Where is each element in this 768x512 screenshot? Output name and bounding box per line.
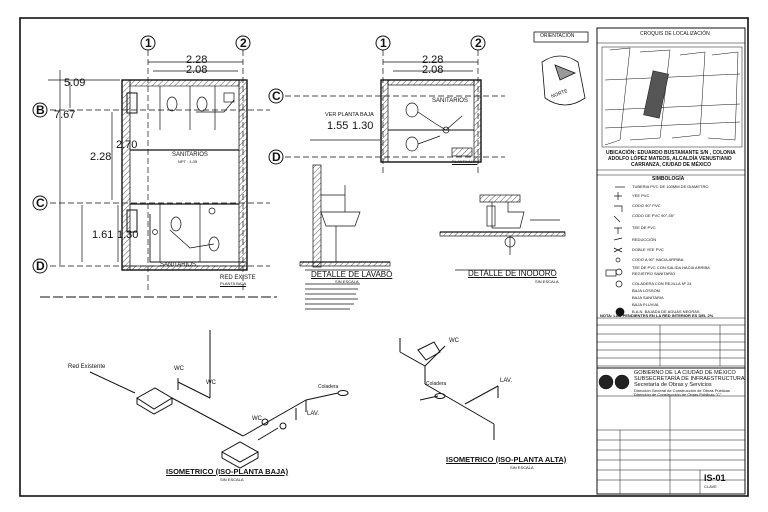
dim-text: 2.28 bbox=[90, 151, 112, 163]
dim-text: 2.70 bbox=[116, 139, 138, 151]
iso-label: Red Existente bbox=[68, 364, 106, 370]
detail-title: DETALLE DE LAVABO bbox=[311, 270, 393, 279]
legend-item: CODO A 90° HACIA ARRIBA bbox=[632, 257, 684, 262]
legend-note: NOTA: LAS PENDIENTES EN LA RED INTERIOR … bbox=[600, 313, 714, 318]
address-line: UBICACIÓN: EDUARDO BUSTAMANTE S/N , COLO… bbox=[606, 150, 736, 156]
legend-item: REDUCCIÓN bbox=[632, 237, 657, 242]
iso-label: Coladera bbox=[426, 381, 447, 387]
address-line: CARRANZA, CIUDAD DE MÉXICO bbox=[631, 162, 711, 168]
legend-item: CODO DE PVC 90°-45° bbox=[632, 213, 675, 218]
iso-label: WC bbox=[252, 416, 262, 422]
room-label: SANITARIOS bbox=[160, 262, 196, 268]
legend-item: TEE DE PVC bbox=[632, 225, 656, 230]
plan-subtitle: PLANTA BAJA bbox=[220, 281, 247, 286]
dim-text: 1.30 bbox=[352, 120, 374, 132]
iso-label: WC bbox=[206, 380, 216, 386]
isometric-scale: SIN ESCALA bbox=[220, 477, 244, 482]
isometric-title: ISOMETRICO (ISO-PLANTA BAJA) bbox=[166, 467, 289, 476]
address-line: ADOLFO LÓPEZ MATEOS, ALCALDÍA VENUSTIANO bbox=[608, 156, 732, 162]
legend-item: CODO 90° PVC bbox=[632, 203, 661, 208]
axis-label-c: C bbox=[36, 196, 45, 210]
iso-label: LAV. bbox=[307, 411, 320, 417]
plan-subtitle: PLANTA ALTA bbox=[452, 159, 478, 164]
axis-label-2: 2 bbox=[240, 36, 247, 50]
axis-bubble bbox=[470, 35, 486, 51]
legend-item: BAJA LOSSOM bbox=[632, 288, 661, 293]
note-label: VER PLANTA BAJA bbox=[325, 112, 374, 118]
legend-item: COLADERA CON REJILLA Nº 24 bbox=[632, 281, 692, 286]
legend-item: TUBERIA PVC DE 100MM DE DIAMETRO bbox=[632, 184, 709, 189]
org-line: Secretaría de Obras y Servicios bbox=[634, 382, 712, 388]
legend-title: SIMBOLOGÍA bbox=[652, 176, 685, 182]
iso-label: WC bbox=[449, 338, 459, 344]
detail-title: DETALLE DE INODORO bbox=[468, 269, 557, 278]
org-line: Dirección General de Construcción de Obr… bbox=[634, 388, 730, 393]
plan-right bbox=[285, 50, 505, 175]
axis-label-1: 1 bbox=[145, 36, 152, 50]
plan-left bbox=[40, 50, 277, 298]
iso-label: Coladera bbox=[318, 384, 339, 390]
legend-item: DOBLE YEE PVC bbox=[632, 247, 664, 252]
location-title: CROQUIS DE LOCALIZACIÓN bbox=[640, 31, 710, 37]
org-line: SUBSECRETARÍA DE INFRAESTRUCTURA bbox=[634, 376, 745, 382]
isometric-baja-drawing bbox=[89, 330, 349, 469]
axis-label-1: 1 bbox=[380, 36, 387, 50]
axis-bubble bbox=[375, 35, 391, 51]
legend-item: B.A.N. BAJADA DE AGUAS NEGRAS bbox=[632, 309, 700, 314]
legend-item: BAJA SANITARIA bbox=[632, 295, 664, 300]
axis-bubble bbox=[268, 149, 284, 165]
axis-label-b: B bbox=[36, 103, 45, 117]
room-label: SANITARIOS bbox=[172, 152, 208, 158]
legend-item: TEE DE PVC CON SALIDA HACIA ARRIBA bbox=[632, 265, 710, 270]
location-map bbox=[597, 42, 745, 176]
legend-item: YEE PVC bbox=[632, 193, 650, 198]
iso-label: LAV. bbox=[500, 378, 513, 384]
axis-bubble bbox=[140, 35, 156, 51]
axis-label-d: D bbox=[36, 259, 45, 273]
org-line: GOBIERNO DE LA CIUDAD DE MÉXICO bbox=[634, 370, 736, 376]
room-npt: NPT : 1.05 bbox=[178, 159, 198, 164]
dim-text: 1.55 bbox=[327, 120, 349, 132]
title-block-grid bbox=[597, 317, 745, 494]
detail-scale: SIN ESCALA bbox=[535, 279, 559, 284]
orientation-panel bbox=[533, 31, 589, 106]
iso-label: WC bbox=[174, 366, 184, 372]
axis-label-c: C bbox=[272, 89, 281, 103]
legend-item: BAJA PLUVIAL bbox=[632, 302, 660, 307]
dim-text: 1.30 bbox=[117, 229, 139, 241]
orientation-title: ORIENTACIÓN bbox=[540, 33, 575, 39]
dim-text: 2.08 bbox=[186, 64, 208, 76]
dim-text: 2.28 bbox=[422, 54, 444, 66]
dim-text: 5.09 bbox=[64, 77, 86, 89]
isometric-title: ISOMETRICO (ISO-PLANTA ALTA) bbox=[446, 455, 567, 464]
detail-lavabo-drawing bbox=[299, 164, 391, 310]
room-label: SANITARIOS bbox=[432, 98, 468, 104]
axis-label-d: D bbox=[272, 150, 281, 164]
axis-bubble bbox=[32, 258, 48, 274]
dim-text: 2.08 bbox=[422, 64, 444, 76]
sheet-label: CLAVE bbox=[704, 484, 717, 489]
dim-text: 1.61 bbox=[92, 229, 114, 241]
dim-text: 7.67 bbox=[54, 109, 76, 121]
axis-bubble bbox=[32, 102, 48, 118]
axis-bubble bbox=[32, 195, 48, 211]
axis-label-2: 2 bbox=[475, 36, 482, 50]
detail-inodoro-drawing bbox=[439, 194, 566, 271]
isometric-scale: SIN ESCALA bbox=[510, 465, 534, 470]
org-line: Dirección de Construcción de Obras Públi… bbox=[634, 392, 722, 397]
axis-bubble bbox=[235, 35, 251, 51]
plan-title: RED EXISTE bbox=[220, 275, 256, 281]
dim-text: 2.28 bbox=[186, 54, 208, 66]
isometric-alta-drawing bbox=[399, 338, 499, 440]
legend-symbols bbox=[605, 186, 625, 317]
detail-scale: SIN ESCALA bbox=[335, 279, 359, 284]
axis-bubble bbox=[268, 88, 284, 104]
legend-item: REGISTRO SANITARIO bbox=[632, 271, 676, 276]
sheet-number: IS-01 bbox=[704, 473, 726, 483]
